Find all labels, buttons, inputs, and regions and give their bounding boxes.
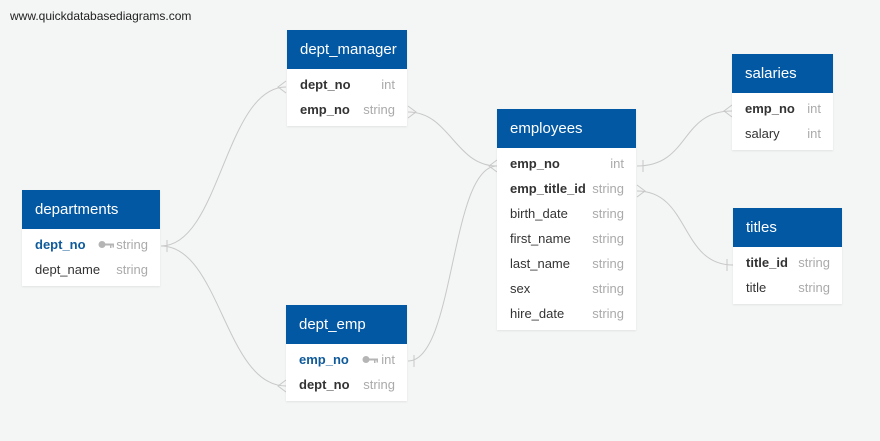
- field-name: emp_no: [510, 156, 560, 171]
- field-row[interactable]: last_name string: [497, 251, 636, 276]
- link-employees-titles: [636, 190, 734, 266]
- field-type: string: [592, 231, 624, 246]
- field-row[interactable]: title_id string: [733, 250, 842, 275]
- field-type: string: [116, 262, 148, 277]
- field-name: last_name: [510, 256, 570, 271]
- field-name: title_id: [746, 255, 788, 270]
- table-dept-manager[interactable]: dept_manager dept_no int emp_no string: [287, 30, 407, 126]
- field-row[interactable]: emp_no int: [286, 347, 407, 372]
- field-row[interactable]: emp_no int: [497, 151, 636, 176]
- field-type: int: [610, 156, 624, 171]
- field-name: first_name: [510, 231, 571, 246]
- link-employees-salaries: [636, 110, 733, 167]
- field-row[interactable]: dept_name string: [22, 257, 160, 282]
- crowfoot-employees-emp-no: [488, 159, 498, 173]
- field-name: birth_date: [510, 206, 568, 221]
- field-type: string: [592, 281, 624, 296]
- key-icon: [362, 356, 378, 363]
- field-name: dept_no: [35, 237, 86, 252]
- field-name: salary: [745, 126, 780, 141]
- table-employees[interactable]: employees emp_no int emp_title_id string…: [497, 109, 636, 330]
- field-type: string: [592, 306, 624, 321]
- field-row[interactable]: emp_no int: [732, 96, 833, 121]
- field-name: dept_no: [299, 377, 350, 392]
- table-departments[interactable]: departments dept_no string dept_name str…: [22, 190, 160, 286]
- field-type: string: [592, 256, 624, 271]
- field-name: dept_no: [300, 77, 351, 92]
- table-header[interactable]: dept_emp: [286, 305, 407, 344]
- field-name: emp_title_id: [510, 181, 586, 196]
- field-type: string: [798, 255, 830, 270]
- crowfoot-dept-manager-emp-no: [407, 105, 417, 119]
- field-row[interactable]: title string: [733, 275, 842, 300]
- field-type: string: [592, 181, 624, 196]
- field-row[interactable]: emp_no string: [287, 97, 407, 122]
- field-name: sex: [510, 281, 531, 296]
- crowfoot-salaries-emp-no: [723, 104, 733, 118]
- crowfoot-dept-manager-dept-no: [277, 80, 287, 94]
- field-name: hire_date: [510, 306, 565, 321]
- watermark: www.quickdatabasediagrams.com: [10, 9, 192, 23]
- field-type: int: [381, 352, 395, 367]
- field-name: dept_name: [35, 262, 101, 277]
- link-dept-manager-employees: [407, 111, 498, 167]
- link-departments-dept-manager: [160, 86, 287, 247]
- field-name: emp_no: [745, 101, 795, 116]
- field-name: emp_no: [300, 102, 350, 117]
- field-row[interactable]: hire_date string: [497, 301, 636, 326]
- field-row[interactable]: dept_no string: [22, 232, 160, 257]
- field-type: int: [381, 77, 395, 92]
- field-name: title: [746, 280, 767, 295]
- field-name: emp_no: [299, 352, 349, 367]
- field-row[interactable]: dept_no int: [287, 72, 407, 97]
- field-type: int: [807, 126, 821, 141]
- crowfoot-dept-emp-dept-no: [277, 379, 287, 393]
- field-row[interactable]: dept_no string: [286, 372, 407, 397]
- link-dept-emp-employees: [407, 165, 498, 362]
- table-header[interactable]: salaries: [732, 54, 833, 93]
- table-header[interactable]: employees: [497, 109, 636, 148]
- table-header[interactable]: departments: [22, 190, 160, 229]
- table-dept-emp[interactable]: dept_emp emp_no int dept_no string: [286, 305, 407, 401]
- field-type: int: [807, 101, 821, 116]
- key-icon: [98, 241, 114, 248]
- field-type: string: [798, 280, 830, 295]
- field-row[interactable]: salary int: [732, 121, 833, 146]
- crowfoot-employees-emp-title-id: [636, 184, 646, 198]
- field-row[interactable]: sex string: [497, 276, 636, 301]
- field-row[interactable]: emp_title_id string: [497, 176, 636, 201]
- field-type: string: [592, 206, 624, 221]
- field-type: string: [363, 377, 395, 392]
- field-row[interactable]: first_name string: [497, 226, 636, 251]
- table-header[interactable]: titles: [733, 208, 842, 247]
- link-departments-dept-emp: [160, 245, 287, 387]
- field-row[interactable]: birth_date string: [497, 201, 636, 226]
- field-type: string: [363, 102, 395, 117]
- field-type: string: [116, 237, 148, 252]
- table-salaries[interactable]: salaries emp_no int salary int: [732, 54, 833, 150]
- table-header[interactable]: dept_manager: [287, 30, 407, 69]
- table-titles[interactable]: titles title_id string title string: [733, 208, 842, 304]
